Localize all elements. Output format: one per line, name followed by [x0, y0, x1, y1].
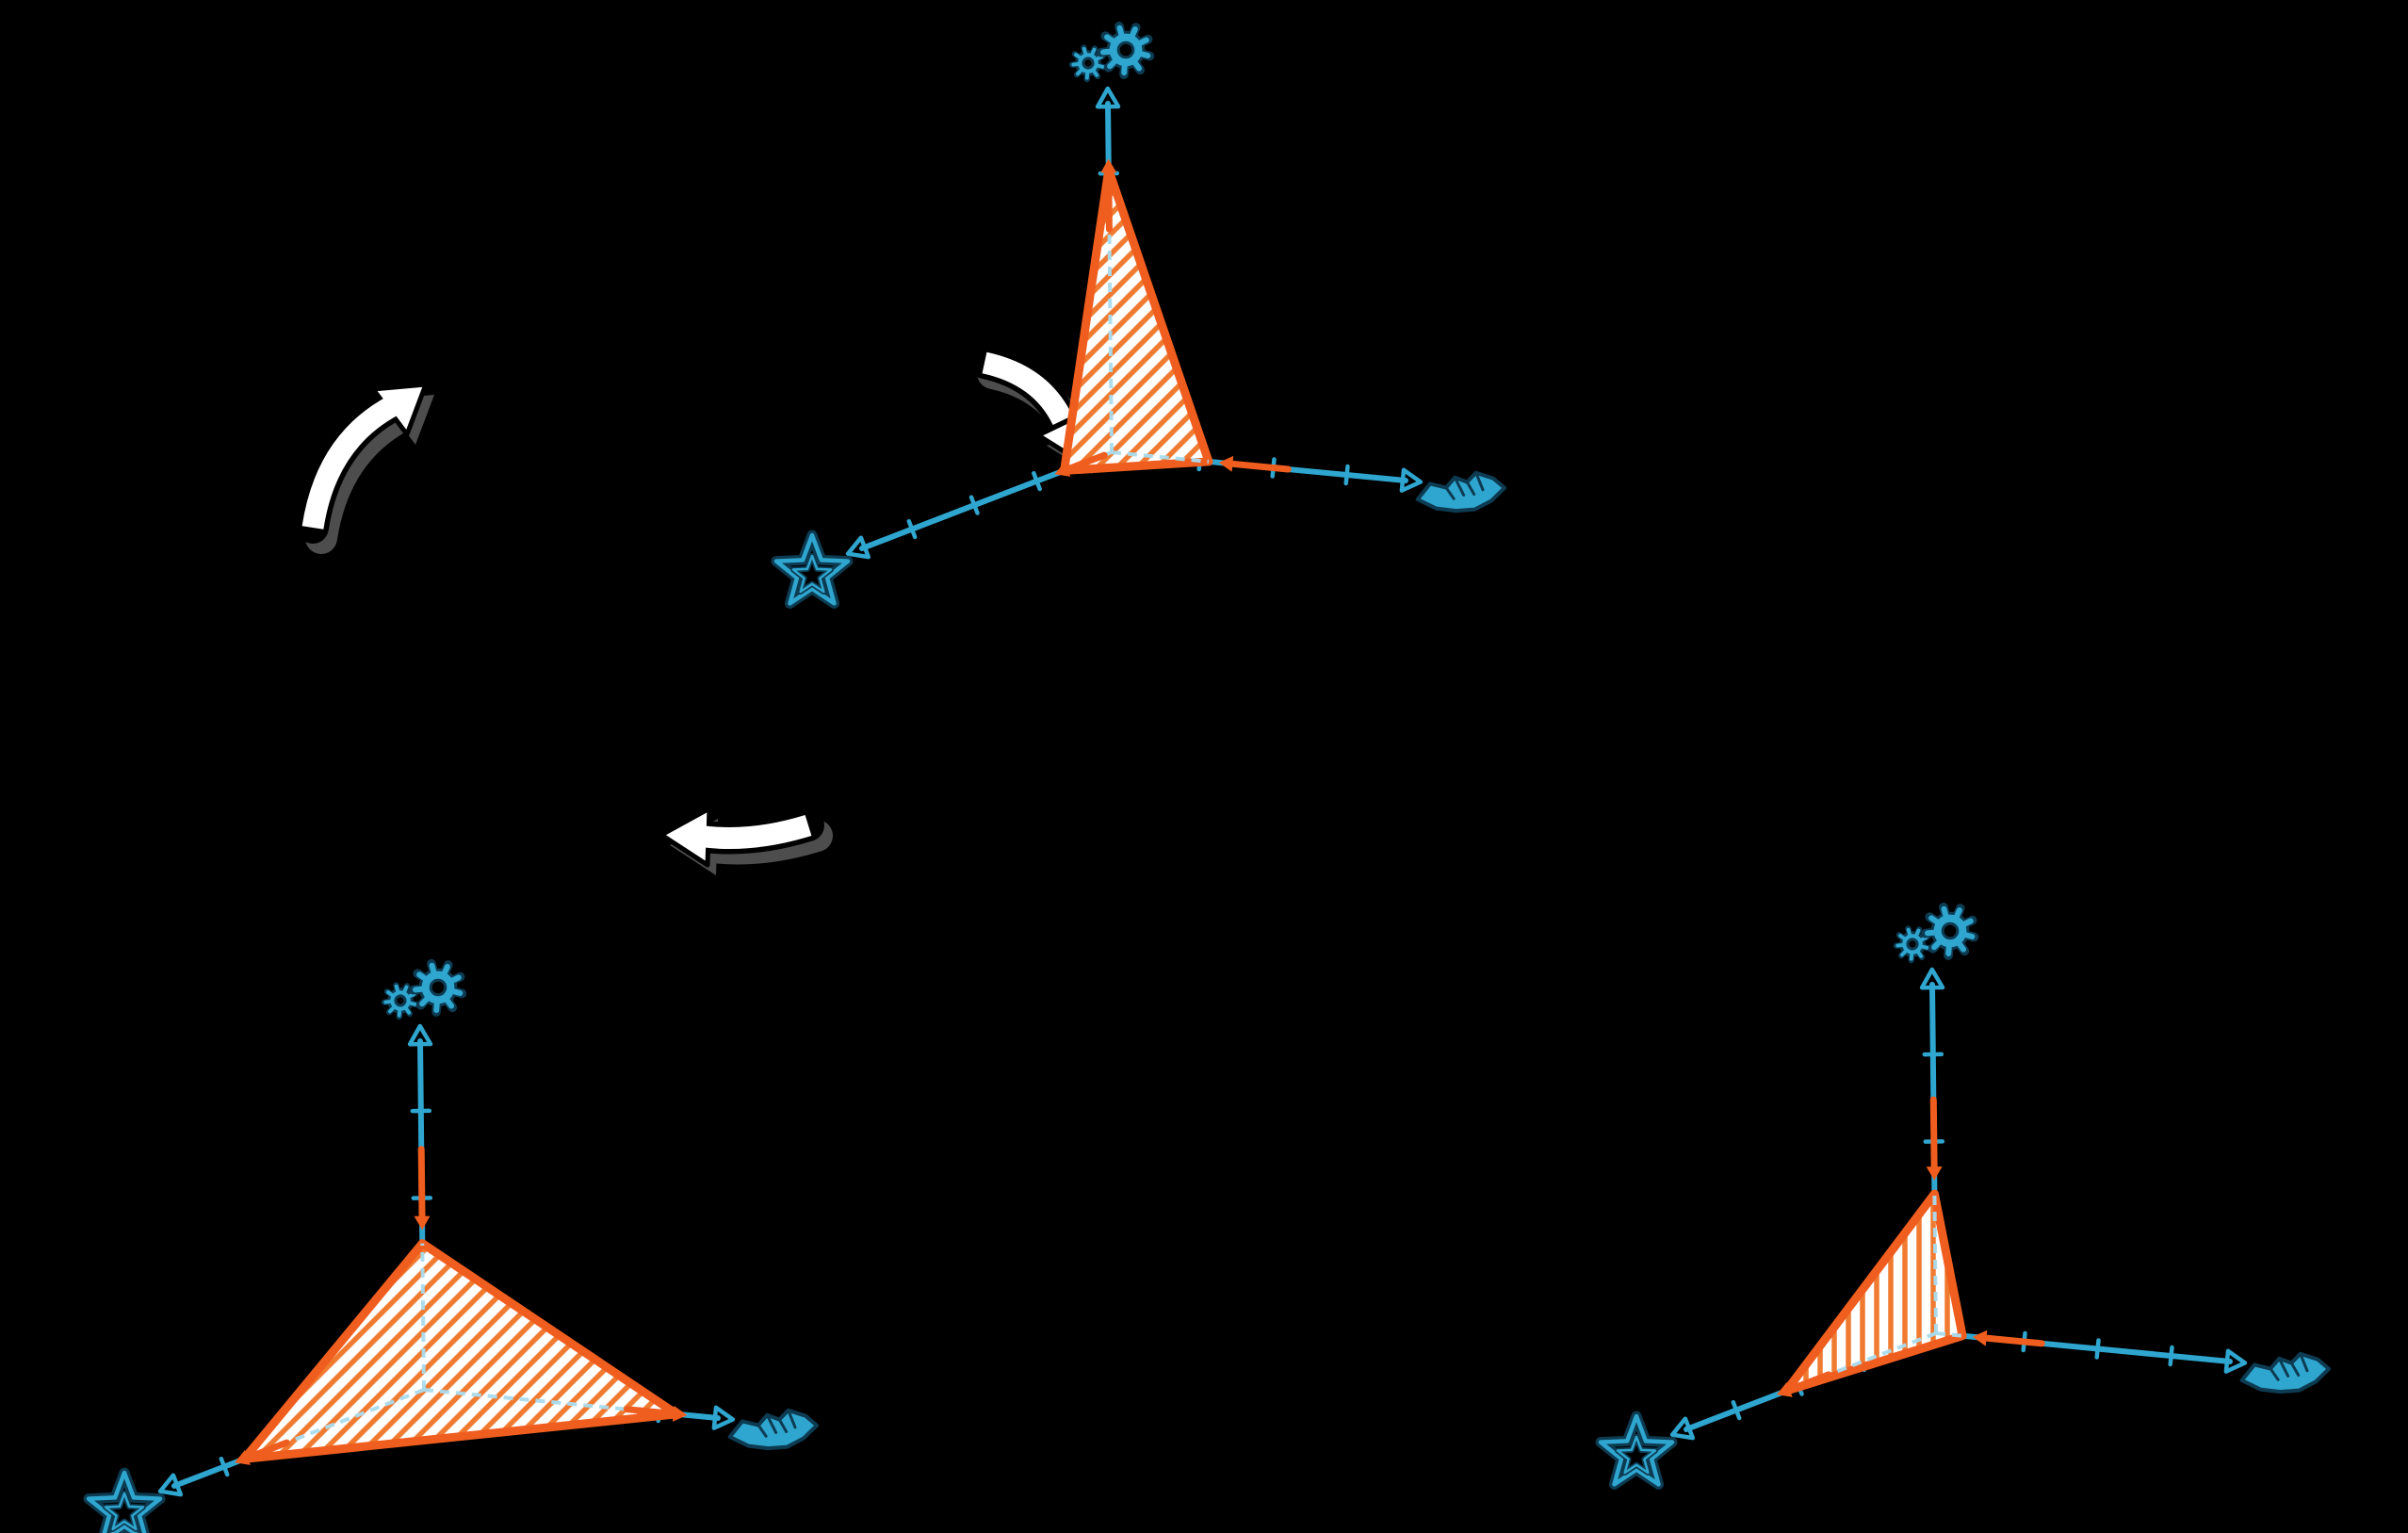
grid-dash-line	[1935, 1331, 1963, 1338]
grid-dash-line	[1932, 1193, 1938, 1334]
radar-chart-bottom-right	[1531, 890, 2360, 1512]
handshake-icon	[1415, 470, 1506, 514]
axis-tick	[1731, 1399, 1742, 1421]
trend-arrowhead	[414, 1215, 431, 1231]
handshake-icon	[727, 1408, 819, 1451]
trend-arrow-shaft	[1058, 451, 1108, 475]
radar-svg-bottom-left	[83, 958, 819, 1533]
star-icon	[83, 1467, 166, 1533]
trend-arrow-shaft	[1105, 163, 1113, 233]
gear	[1893, 925, 1931, 964]
trend-arrow-shaft	[1929, 1096, 1938, 1177]
star-icon	[771, 530, 854, 609]
trend-arrow-shaft	[623, 1406, 683, 1418]
radar-chart-bottom-left	[19, 947, 848, 1533]
axis-arrowhead	[1919, 967, 1945, 990]
trend-arrow-shaft	[1223, 460, 1292, 473]
trend-arrow-shaft	[1977, 1334, 2045, 1347]
axis-tick	[1032, 470, 1042, 492]
trend-arrowhead	[1926, 1166, 1943, 1181]
value-triangle	[239, 1239, 681, 1463]
gears-icon	[381, 958, 467, 1020]
axis-tick	[2094, 1338, 2101, 1360]
radar-svg-top	[771, 21, 1506, 609]
axis-tick	[968, 495, 980, 515]
grid-dash-line	[1111, 450, 1210, 464]
trend-arrowhead	[1100, 158, 1117, 173]
axis-arrowhead	[157, 1473, 184, 1497]
star-icon	[1595, 1411, 1678, 1490]
trend-arrowhead	[235, 1450, 251, 1465]
axis-arrowhead	[1669, 1416, 1696, 1441]
axis-tick	[219, 1456, 230, 1477]
cycle-arrow-left	[659, 806, 833, 875]
grid-dash-line	[420, 1243, 426, 1391]
axis-arrowhead	[2223, 1348, 2248, 1374]
trend-arrow-shaft	[417, 1146, 426, 1226]
trend-arrow-shaft	[238, 1439, 290, 1463]
gears-icon	[1893, 902, 1979, 964]
trend-arrowhead	[1776, 1381, 1793, 1397]
handshake-icon	[2239, 1351, 2331, 1394]
axis-tick	[2168, 1345, 2174, 1367]
axis-arrowhead	[1095, 86, 1121, 109]
trend-arrowhead	[1054, 462, 1071, 477]
axis-arrowhead	[711, 1405, 736, 1430]
trend-arrow-shaft	[1780, 1371, 1832, 1395]
value-triangle	[1060, 165, 1213, 475]
axis-arrowhead	[1399, 467, 1424, 493]
axis-tick	[906, 518, 918, 540]
axis-arrowhead	[845, 535, 871, 560]
gears-icon	[1068, 21, 1155, 83]
trend-arrowhead	[1972, 1329, 1988, 1346]
gear	[381, 982, 419, 1020]
gear	[409, 958, 467, 1017]
radar-svg-bottom-right	[1595, 902, 2331, 1490]
radar-chart-top	[707, 9, 1536, 631]
gear	[1068, 44, 1107, 83]
gear	[1097, 21, 1155, 79]
cycle-arrow-up-right	[297, 382, 434, 554]
axis-arrowhead	[407, 1023, 433, 1047]
gear	[1921, 902, 1979, 960]
trend-arrowhead	[1218, 455, 1234, 472]
axis-tick	[1343, 464, 1350, 486]
trend-arrowhead	[672, 1406, 688, 1422]
